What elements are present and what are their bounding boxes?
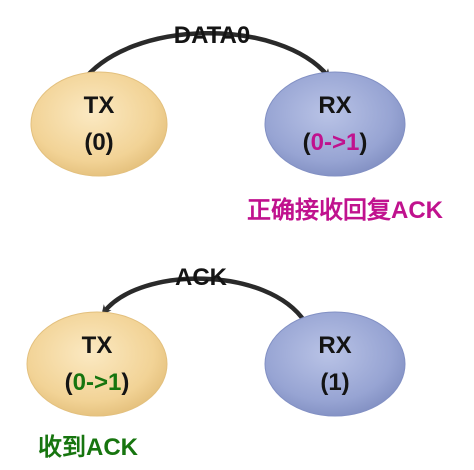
bottom-tx-state-value: 0->1: [73, 369, 122, 396]
top-arrow-label: DATA0: [174, 22, 250, 49]
top-scenario: DATA0 TX (0) RX (0->1) 正确接收回复ACK: [30, 22, 444, 224]
top-tx-state: (0): [84, 129, 113, 156]
top-rx-node: [264, 71, 406, 177]
bottom-note: 收到ACK: [38, 434, 139, 461]
bottom-arrow: [101, 276, 307, 324]
bottom-tx-state: (0->1): [65, 369, 130, 396]
bottom-rx-name: RX: [318, 332, 351, 359]
top-rx-state-value: 0->1: [311, 129, 360, 156]
top-tx-node: [30, 71, 168, 177]
top-rx-state-open: (: [303, 129, 311, 156]
bottom-scenario: ACK TX (0->1) RX (1) 收到ACK: [26, 264, 406, 461]
top-rx-state: (0->1): [303, 129, 368, 156]
bottom-tx-state-open: (: [65, 369, 73, 396]
bottom-tx-name: TX: [82, 332, 113, 359]
bottom-tx-state-close: ): [121, 369, 129, 396]
top-note: 正确接收回复ACK: [247, 197, 444, 224]
top-arrow: [80, 31, 331, 84]
top-rx-state-close: ): [359, 129, 367, 156]
bottom-rx-state: (1): [320, 369, 349, 396]
bottom-arrow-label: ACK: [175, 264, 228, 291]
top-rx-name: RX: [318, 92, 351, 119]
bottom-rx-node: [264, 311, 406, 417]
bottom-tx-node: [26, 311, 168, 417]
top-tx-name: TX: [84, 92, 115, 119]
